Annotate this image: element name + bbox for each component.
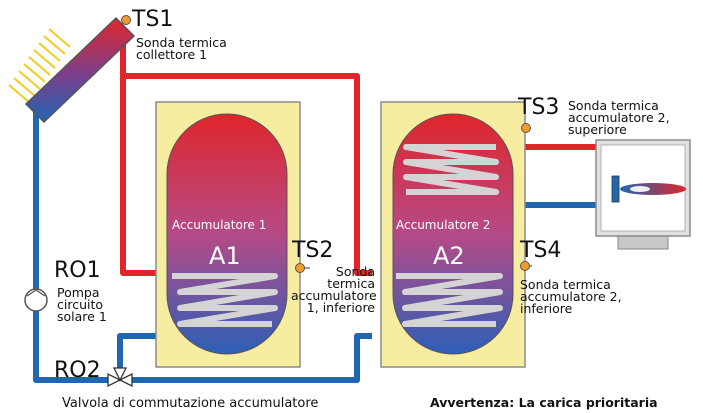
ts4-sensor-icon [520,261,530,271]
ro2-tag: RO2 [54,358,101,383]
tank-1-name: Accumulatore 1 [172,218,267,232]
warning-note: Avvertenza: La carica prioritaria [430,395,658,410]
solar-collector [24,16,136,124]
tank-1-id: A1 [209,242,241,270]
valve-ro2-icon [107,367,133,388]
ts1-tag: TS1 [132,7,174,32]
sun-rays-icon [8,28,71,104]
ts1-desc: Sonda termica collettore 1 [136,35,227,62]
coil-lower-tank-2 [396,273,503,327]
coil-tank-1 [172,273,278,327]
tank-2-name: Accumulatore 2 [396,218,491,232]
ro1-tag: RO1 [54,258,101,283]
tank-1 [155,101,301,368]
coil-upper-tank-2 [403,144,499,195]
ts2-tag: TS2 [292,238,334,263]
pump-ro1-icon [24,288,48,312]
ts1-sensor-icon [121,15,131,25]
ts3-tag: TS3 [518,95,560,120]
ro1-desc: Pompa circuito solare 1 [57,285,107,324]
tank-2-id: A2 [433,242,465,270]
boiler-unit [595,139,691,250]
ro2-desc: Valvola di commutazione accumulatore [62,396,319,411]
tank-2 [380,101,526,368]
ts3-sensor-icon [521,123,531,133]
ts3-desc: Sonda termica accumulatore 2, superiore [568,98,670,137]
ts2-desc: Sonda termica accumulatore 1, inferiore [291,264,377,315]
burner-flame-icon [620,183,686,195]
ts4-tag: TS4 [520,238,562,263]
ts4-desc: Sonda termica accumulatore 2, inferiore [520,277,622,316]
ts2-sensor-icon [295,263,305,273]
sensor-dots [121,15,531,273]
